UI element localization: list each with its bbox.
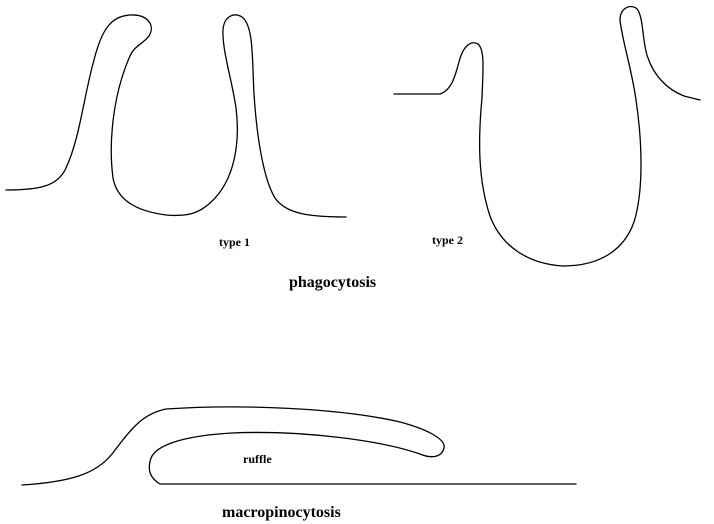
phagocytosis-type2-membrane: [394, 7, 700, 267]
type-1-label: type 1: [219, 236, 250, 248]
type-2-label: type 2: [432, 234, 463, 246]
phagocytosis-type1-membrane: [6, 15, 346, 217]
macropinocytosis-membrane: [22, 407, 576, 485]
macropinocytosis-label: macropinocytosis: [222, 505, 341, 521]
phagocytosis-label: phagocytosis: [289, 275, 376, 291]
ruffle-label: ruffle: [243, 453, 272, 465]
